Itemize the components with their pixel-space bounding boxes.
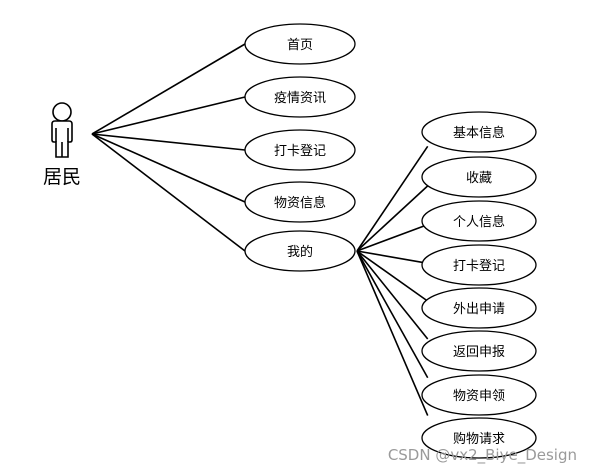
- use-case-label: 返回申报: [453, 345, 505, 360]
- use-case-label: 我的: [287, 244, 313, 260]
- use-case-ellipse: [244, 76, 356, 118]
- use-case-label: 个人信息: [453, 214, 505, 230]
- use-case-return-report: 返回申报: [421, 330, 537, 372]
- use-case-supplies-claim: 物资申领: [421, 374, 537, 416]
- use-case-ellipse: [421, 417, 537, 459]
- association-line: [91, 96, 246, 135]
- use-case-label: 物资信息: [274, 195, 326, 211]
- association-line: [91, 133, 246, 203]
- use-case-ellipse: [421, 244, 537, 286]
- use-case-ellipse: [244, 129, 356, 171]
- use-case-supplies-info: 物资信息: [244, 181, 356, 223]
- use-case-basic-info: 基本信息: [421, 111, 537, 153]
- use-case-check-in: 打卡登记: [244, 129, 356, 171]
- use-case-ellipse: [421, 200, 537, 242]
- association-line: [91, 133, 246, 151]
- use-case-outing-application: 外出申请: [421, 287, 537, 329]
- association-line: [356, 145, 429, 252]
- use-case-ellipse: [421, 287, 537, 329]
- use-case-purchase-request: 购物请求: [421, 417, 537, 459]
- association-line: [91, 133, 246, 252]
- use-case-home: 首页: [244, 23, 356, 65]
- use-case-label: 基本信息: [453, 125, 505, 141]
- association-line: [356, 185, 429, 252]
- use-case-label: 物资申领: [453, 389, 505, 404]
- actor-figure-icon: [51, 102, 73, 158]
- use-case-ellipse: [421, 156, 537, 198]
- association-line: [91, 43, 246, 135]
- use-case-label: 打卡登记: [274, 144, 326, 159]
- association-line: [356, 250, 429, 416]
- use-case-check-in-2: 打卡登记: [421, 244, 537, 286]
- use-case-ellipse: [421, 374, 537, 416]
- use-case-ellipse: [421, 330, 537, 372]
- association-lines: [91, 43, 429, 416]
- association-line: [356, 250, 428, 265]
- association-line: [356, 223, 428, 252]
- watermark: CSDN @vx2_Biye_Design: [388, 446, 577, 465]
- association-line: [356, 250, 429, 302]
- use-case-label: 疫情资讯: [274, 90, 326, 106]
- actor-label: 居民: [43, 166, 81, 188]
- use-case-epidemic-news: 疫情资讯: [244, 76, 356, 118]
- use-case-ellipse: [421, 111, 537, 153]
- use-cases: 首页疫情资讯打卡登记物资信息我的基本信息收藏个人信息打卡登记外出申请返回申报物资…: [244, 23, 537, 459]
- use-case-ellipse: [244, 181, 356, 223]
- use-case-mine: 我的: [244, 230, 356, 272]
- use-case-label: 购物请求: [453, 431, 505, 447]
- actor-resident: 居民: [43, 102, 81, 188]
- association-line: [356, 250, 429, 340]
- association-line: [356, 250, 429, 379]
- use-case-label: 首页: [287, 38, 313, 53]
- use-case-label: 收藏: [466, 171, 492, 186]
- use-case-personal-info: 个人信息: [421, 200, 537, 242]
- use-case-label: 打卡登记: [453, 259, 505, 274]
- use-case-label: 外出申请: [453, 302, 505, 317]
- use-case-favorites: 收藏: [421, 156, 537, 198]
- use-case-ellipse: [244, 23, 356, 65]
- use-case-ellipse: [244, 230, 356, 272]
